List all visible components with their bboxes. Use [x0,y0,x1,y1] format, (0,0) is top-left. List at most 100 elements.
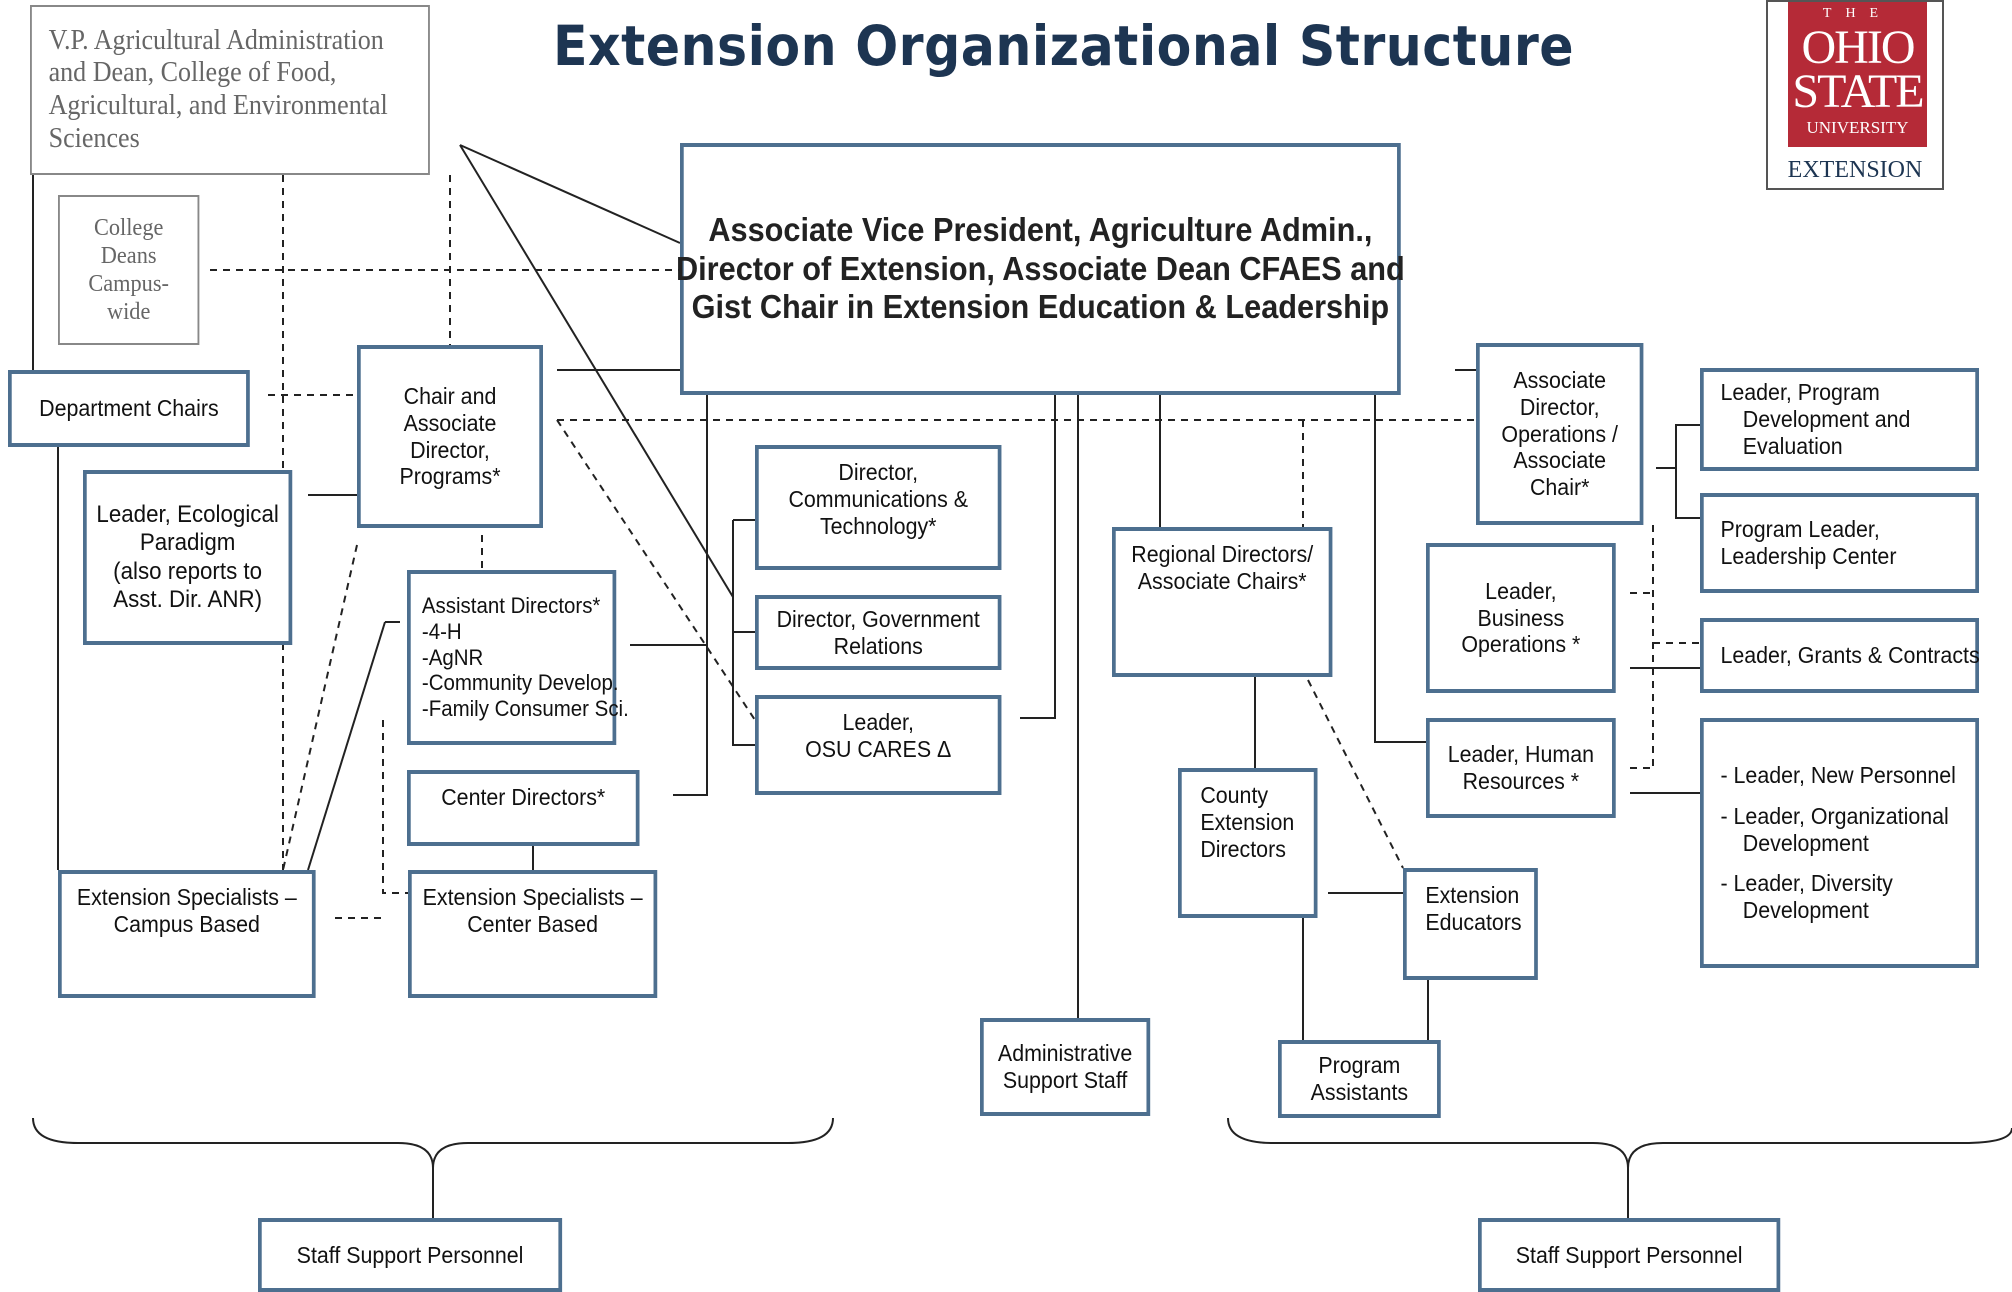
connector [459,144,681,244]
dashed-connector [382,720,408,894]
connector [673,395,708,796]
node-text-line: Department Chairs [39,395,219,422]
node-text-line: OSU CARES Δ [805,735,952,762]
connector [1656,467,1700,519]
node-text-line: Extension Specialists – [422,884,643,910]
node-text-line: Director, [838,459,919,485]
node-text-line: Sciences [48,122,140,154]
node-text-line: Extension [1425,882,1520,908]
node-text-line: and Dean, College of Food, [48,57,337,89]
logo-ohio: OHIO [1801,21,1916,74]
node-text-line: Agricultural, and Environmental [48,90,388,121]
node-text-line: Programs* [399,463,501,490]
node-text-line: Directors [1200,835,1286,862]
node-text-line: Center Directors* [441,784,606,810]
node-text-line: wide [106,299,151,326]
director-communications-box: Director,Communications &Technology* [755,445,1002,570]
node-text-line: Extension Specialists – [76,884,297,910]
node-text-line: Deans [100,242,157,269]
node-text-line: Associate [1513,447,1607,474]
node-text-line: Director, [410,436,490,463]
node-text-line: - Leader, New Personnel [1720,761,1956,788]
node-text-line: Campus Based [113,910,260,937]
logo-the: THE [1822,6,1893,21]
node-text-line: Chair and [403,382,497,409]
node-text-line: Gist Chair in Extension Education & Lead… [691,288,1390,326]
node-text-line: Leader, [1485,577,1557,604]
node-text-line: -Family Consumer Sci. [421,696,629,722]
node-text-line: Associate [403,409,497,436]
staff-support-left-box: Staff Support Personnel [258,1218,563,1292]
node-text-line: Leader, Human [1447,741,1594,768]
node-text-line: Associate Chairs* [1137,567,1307,594]
node-text-line: Staff Support Personnel [1515,1241,1743,1268]
node-text-line: (also reports to [113,557,263,585]
staff-support-right-box: Staff Support Personnel [1478,1218,1781,1292]
node-text-line: Leadership Center [1720,543,1897,569]
node-text-line: Center Based [467,910,599,937]
dashed-connector [556,419,756,721]
node-text-line: Campus- [88,271,169,297]
node-text-line: -AgNR [421,644,484,670]
node-text-line: Relations [833,632,923,659]
node-text-line: Asst. Dir. ANR) [113,585,263,613]
center-directors-box: Center Directors* [407,770,640,846]
node-text-line: -Community Develop. [421,670,619,696]
osu-logo-block: THE OHIO STATE UNIVERSITY [1788,2,1927,147]
node-text-line: Staff Support Personnel [296,1241,524,1268]
node-text-line: -4-H [421,618,462,644]
node-text-line: Extension [1200,808,1295,835]
node-text-line: Associate [1513,366,1607,393]
node-text-line: Educators [1425,908,1522,935]
node-text-line: Paradigm [139,529,236,557]
logo-university: UNIVERSITY [1806,118,1909,137]
connector [1675,424,1700,468]
page-title: Extension Organizational Structure [553,14,1575,78]
node-text-line: Operations / [1501,420,1618,447]
node-text-line: Leader, Ecological [96,501,279,529]
node-text-line: Administrative [997,1040,1133,1067]
node-text-line: Assistant Directors* [421,593,601,619]
node-text-line: Leader, [842,709,914,735]
ext-specialists-campus-box: Extension Specialists –Campus Based [58,870,316,998]
node-text-line: Development [1742,897,1869,924]
node-text-line: Associate Vice President, Agriculture Ad… [708,211,1373,249]
logo-extension: EXTENSION [1787,157,1923,183]
node-text-line: Chair* [1529,474,1590,501]
node-text-line: Leader, Grants & Contracts [1720,642,1980,669]
logo-state: STATE [1792,65,1924,118]
osu-cares-box: Leader,OSU CARES Δ [755,695,1002,795]
assistant-directors-box: Assistant Directors*-4-H-AgNR-Community … [407,570,629,745]
node-text-line: - Leader, Diversity [1720,870,1893,897]
ext-specialists-center-box: Extension Specialists –Center Based [408,870,658,998]
node-text-line: Program [1318,1052,1401,1079]
dashed-connector [1307,679,1404,869]
node-text-line: Program Leader, [1720,516,1880,543]
leadership-center-box: Program Leader,Leadership Center [1700,493,1979,593]
node-text-line: Director, [1519,393,1600,420]
node-text-line: V.P. Agricultural Administration [48,24,384,56]
regional-directors-box: Regional Directors/Associate Chairs* [1112,527,1333,677]
node-text-line: Resources * [1462,768,1580,794]
node-text-line: Assistants [1310,1079,1409,1105]
connector [732,520,755,746]
node-text-line: Communications & [788,485,968,512]
node-text-line: Regional Directors/ [1131,541,1314,567]
department-chairs-box: Department Chairs [8,370,250,447]
left-brace [32,1117,834,1169]
node-text-line [1720,856,1723,870]
connector [1020,395,1056,719]
